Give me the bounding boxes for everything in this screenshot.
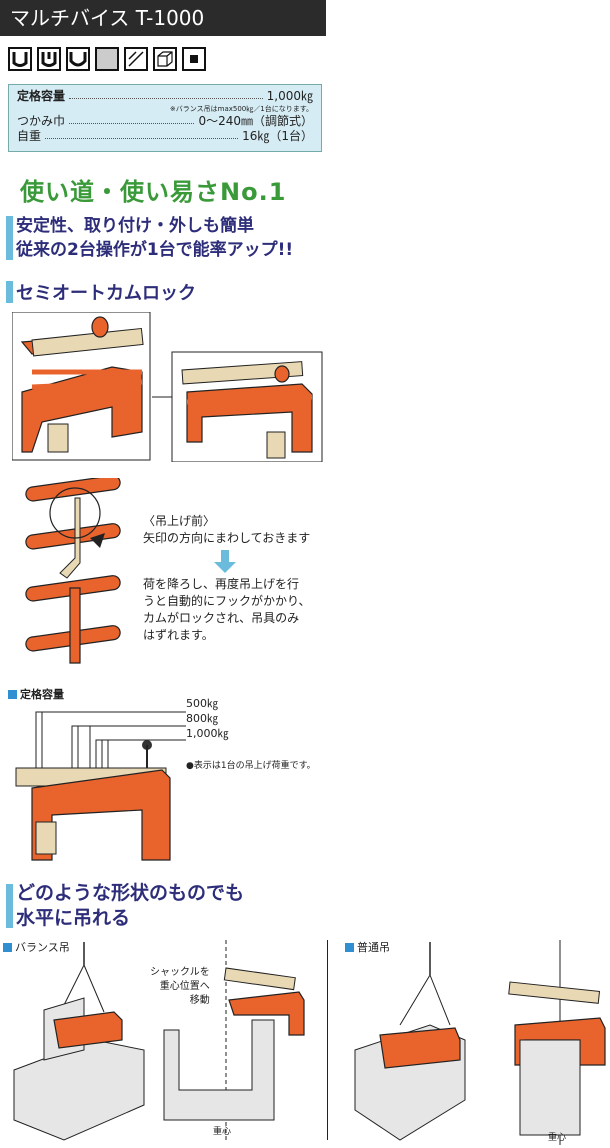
feature2-text: どのような形状のものでも 水平に吊れる — [16, 881, 244, 931]
capacity-note: ※バランス吊はmax500㎏／1台になります。 — [169, 105, 313, 113]
before-lift-heading: 〈吊上げ前〉 — [143, 514, 216, 528]
jaw-label: つかみ巾 — [17, 114, 66, 128]
cam-hook-diagram — [25, 478, 121, 664]
capacity-1000: 1,000㎏ — [186, 727, 229, 740]
feature2-line1: どのような形状のものでも — [16, 882, 245, 904]
page-title: マルチバイス T-1000 — [0, 0, 326, 36]
headline: 使い道・使い易さNo.1 — [20, 178, 287, 206]
after-text: 荷を降ろし、再度吊上げを行 うと自動的にフックがかかり、 カムがロックされ、吊具… — [143, 576, 311, 644]
u-shape-icon — [66, 47, 90, 71]
before-lift-block: 〈吊上げ前〉 矢印の方向にまわしておきます — [143, 513, 310, 547]
capacity-diagram — [15, 711, 186, 861]
capacity-value: 1,000㎏ — [266, 89, 313, 103]
bevel-icon — [124, 47, 148, 71]
square-bullet-icon — [8, 689, 17, 699]
accent-bar — [6, 884, 13, 928]
section-cam-title: セミオートカムロック — [16, 283, 196, 304]
feature1-line1: 安定性、取り付け・外しも簡単 — [16, 216, 254, 236]
after-text-l3: カムがロックされ、吊具のみ — [143, 611, 300, 625]
square-icon — [182, 47, 206, 71]
square-bullet-icon — [345, 942, 354, 952]
capacity-note: ●表示は1台の吊上げ荷重です。 — [186, 761, 316, 771]
u-shape-icon — [37, 47, 61, 71]
feature1-text: 安定性、取り付け・外しも簡単 従来の2台操作が1台で能率アップ!! — [16, 214, 293, 262]
jaw-value: 0〜240㎜（調節式） — [198, 114, 313, 128]
center-of-gravity-label: 重心 — [213, 1127, 232, 1137]
capacity-section-label: 定格容量 — [8, 686, 64, 702]
capacity-label: 定格容量 — [17, 89, 66, 103]
feature1-line2: 従来の2台操作が1台で能率アップ!! — [16, 240, 294, 260]
capacity-values: 500㎏ 800㎏ 1,000㎏ — [186, 696, 229, 741]
after-text-l4: はずれます。 — [143, 628, 214, 642]
weight-label: 自重 — [17, 129, 42, 143]
capacity-800: 800㎏ — [186, 712, 218, 725]
balance-lift-illustration — [13, 940, 305, 1141]
block-icon — [95, 47, 119, 71]
spec-box: 定格容量 1,000㎏ ※バランス吊はmax500㎏／1台になります。 つかみ巾 0… — [8, 84, 322, 152]
accent-bar — [6, 281, 13, 303]
normal-lift-illustration — [354, 940, 606, 1145]
weight-value: 16㎏（1台） — [242, 129, 313, 143]
u-shape-icon — [8, 47, 32, 71]
divider — [327, 940, 328, 1140]
before-lift-text: 矢印の方向にまわしておきます — [143, 531, 311, 545]
cube-icon — [153, 47, 177, 71]
capacity-500: 500㎏ — [186, 697, 218, 710]
shackle-note: シャックルを 重心位置へ 移動 — [150, 967, 210, 1006]
square-bullet-icon — [3, 942, 12, 952]
center-of-gravity-label-normal: 重心 — [548, 1133, 567, 1143]
vise-illustration — [12, 312, 323, 462]
normal-label: 普通吊 — [345, 939, 390, 955]
down-arrow-icon — [214, 550, 236, 573]
balance-label: バランス吊 — [3, 939, 70, 955]
feature2-line2: 水平に吊れる — [16, 907, 131, 929]
after-text-l1: 荷を降ろし、再度吊上げを行 — [143, 577, 300, 591]
accent-bar — [6, 216, 13, 260]
after-text-l2: うと自動的にフックがかかり、 — [143, 594, 311, 608]
